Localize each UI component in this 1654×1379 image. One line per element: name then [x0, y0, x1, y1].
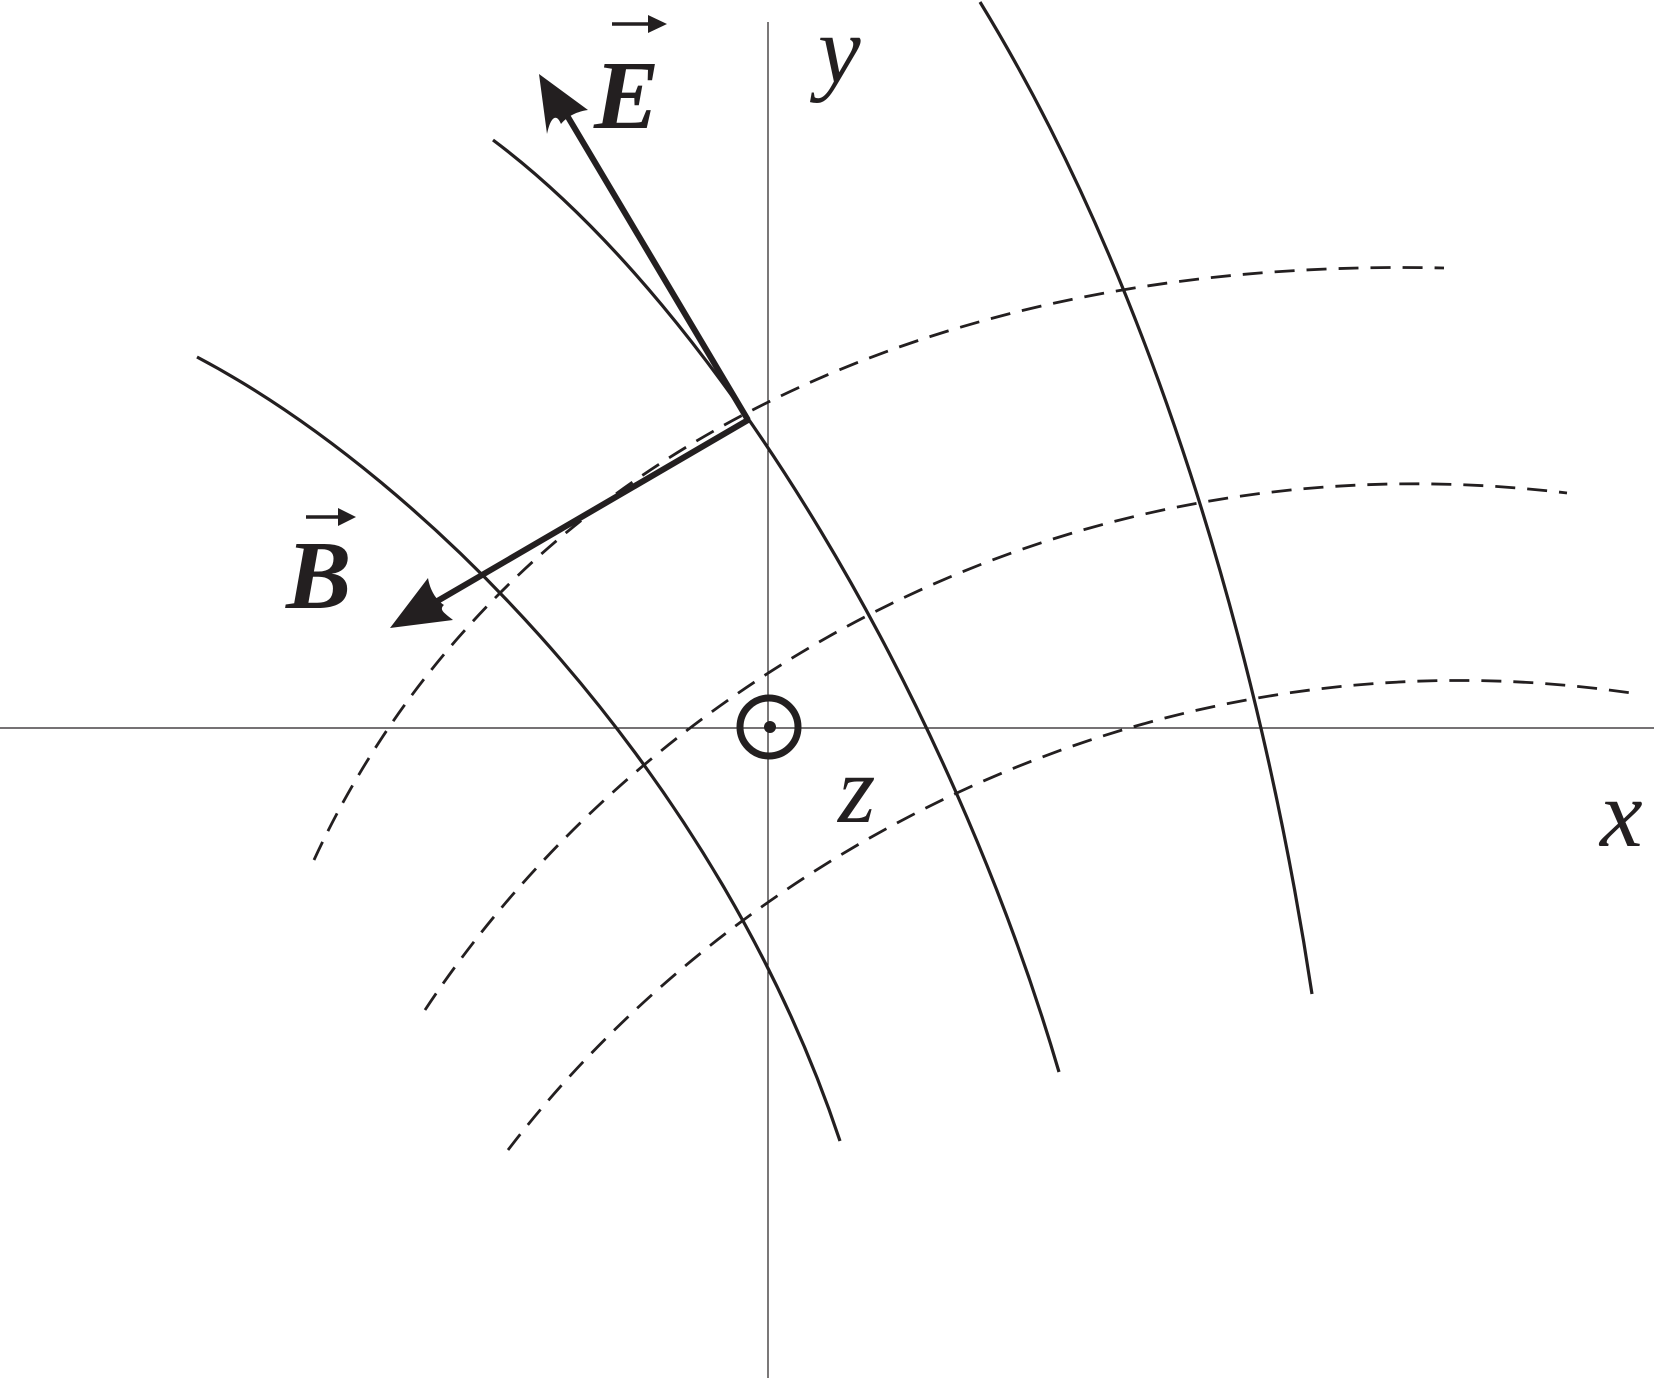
out-of-page-dot-circle-icon — [736, 694, 802, 760]
y-axis-label: y — [809, 0, 861, 103]
electric-field-label-arrow — [612, 15, 667, 33]
magnetic-field-vector-shaft — [432, 417, 750, 606]
electric-field-vector — [539, 74, 751, 422]
electric-field-arrowhead — [539, 74, 588, 134]
x-axis-label: x — [1598, 760, 1643, 867]
electric-field-vector-shaft — [562, 110, 751, 422]
electric-field-label: E — [593, 42, 659, 150]
dashed-field-line-3 — [506, 679, 1639, 1151]
magnetic-field-label: B — [285, 522, 351, 630]
solid-field-line-1 — [196, 355, 842, 1142]
dashed-field-line-1 — [312, 266, 1445, 861]
magnetic-field-label-arrow — [306, 508, 356, 526]
solid-field-line-2 — [492, 138, 1061, 1073]
magnetic-field-vector — [390, 417, 750, 628]
z-axis-label: z — [836, 736, 875, 843]
magnetic-field-arrowhead — [390, 578, 453, 628]
solid-field-line-3 — [978, 1, 1314, 995]
dashed-field-line-2 — [423, 482, 1568, 1011]
